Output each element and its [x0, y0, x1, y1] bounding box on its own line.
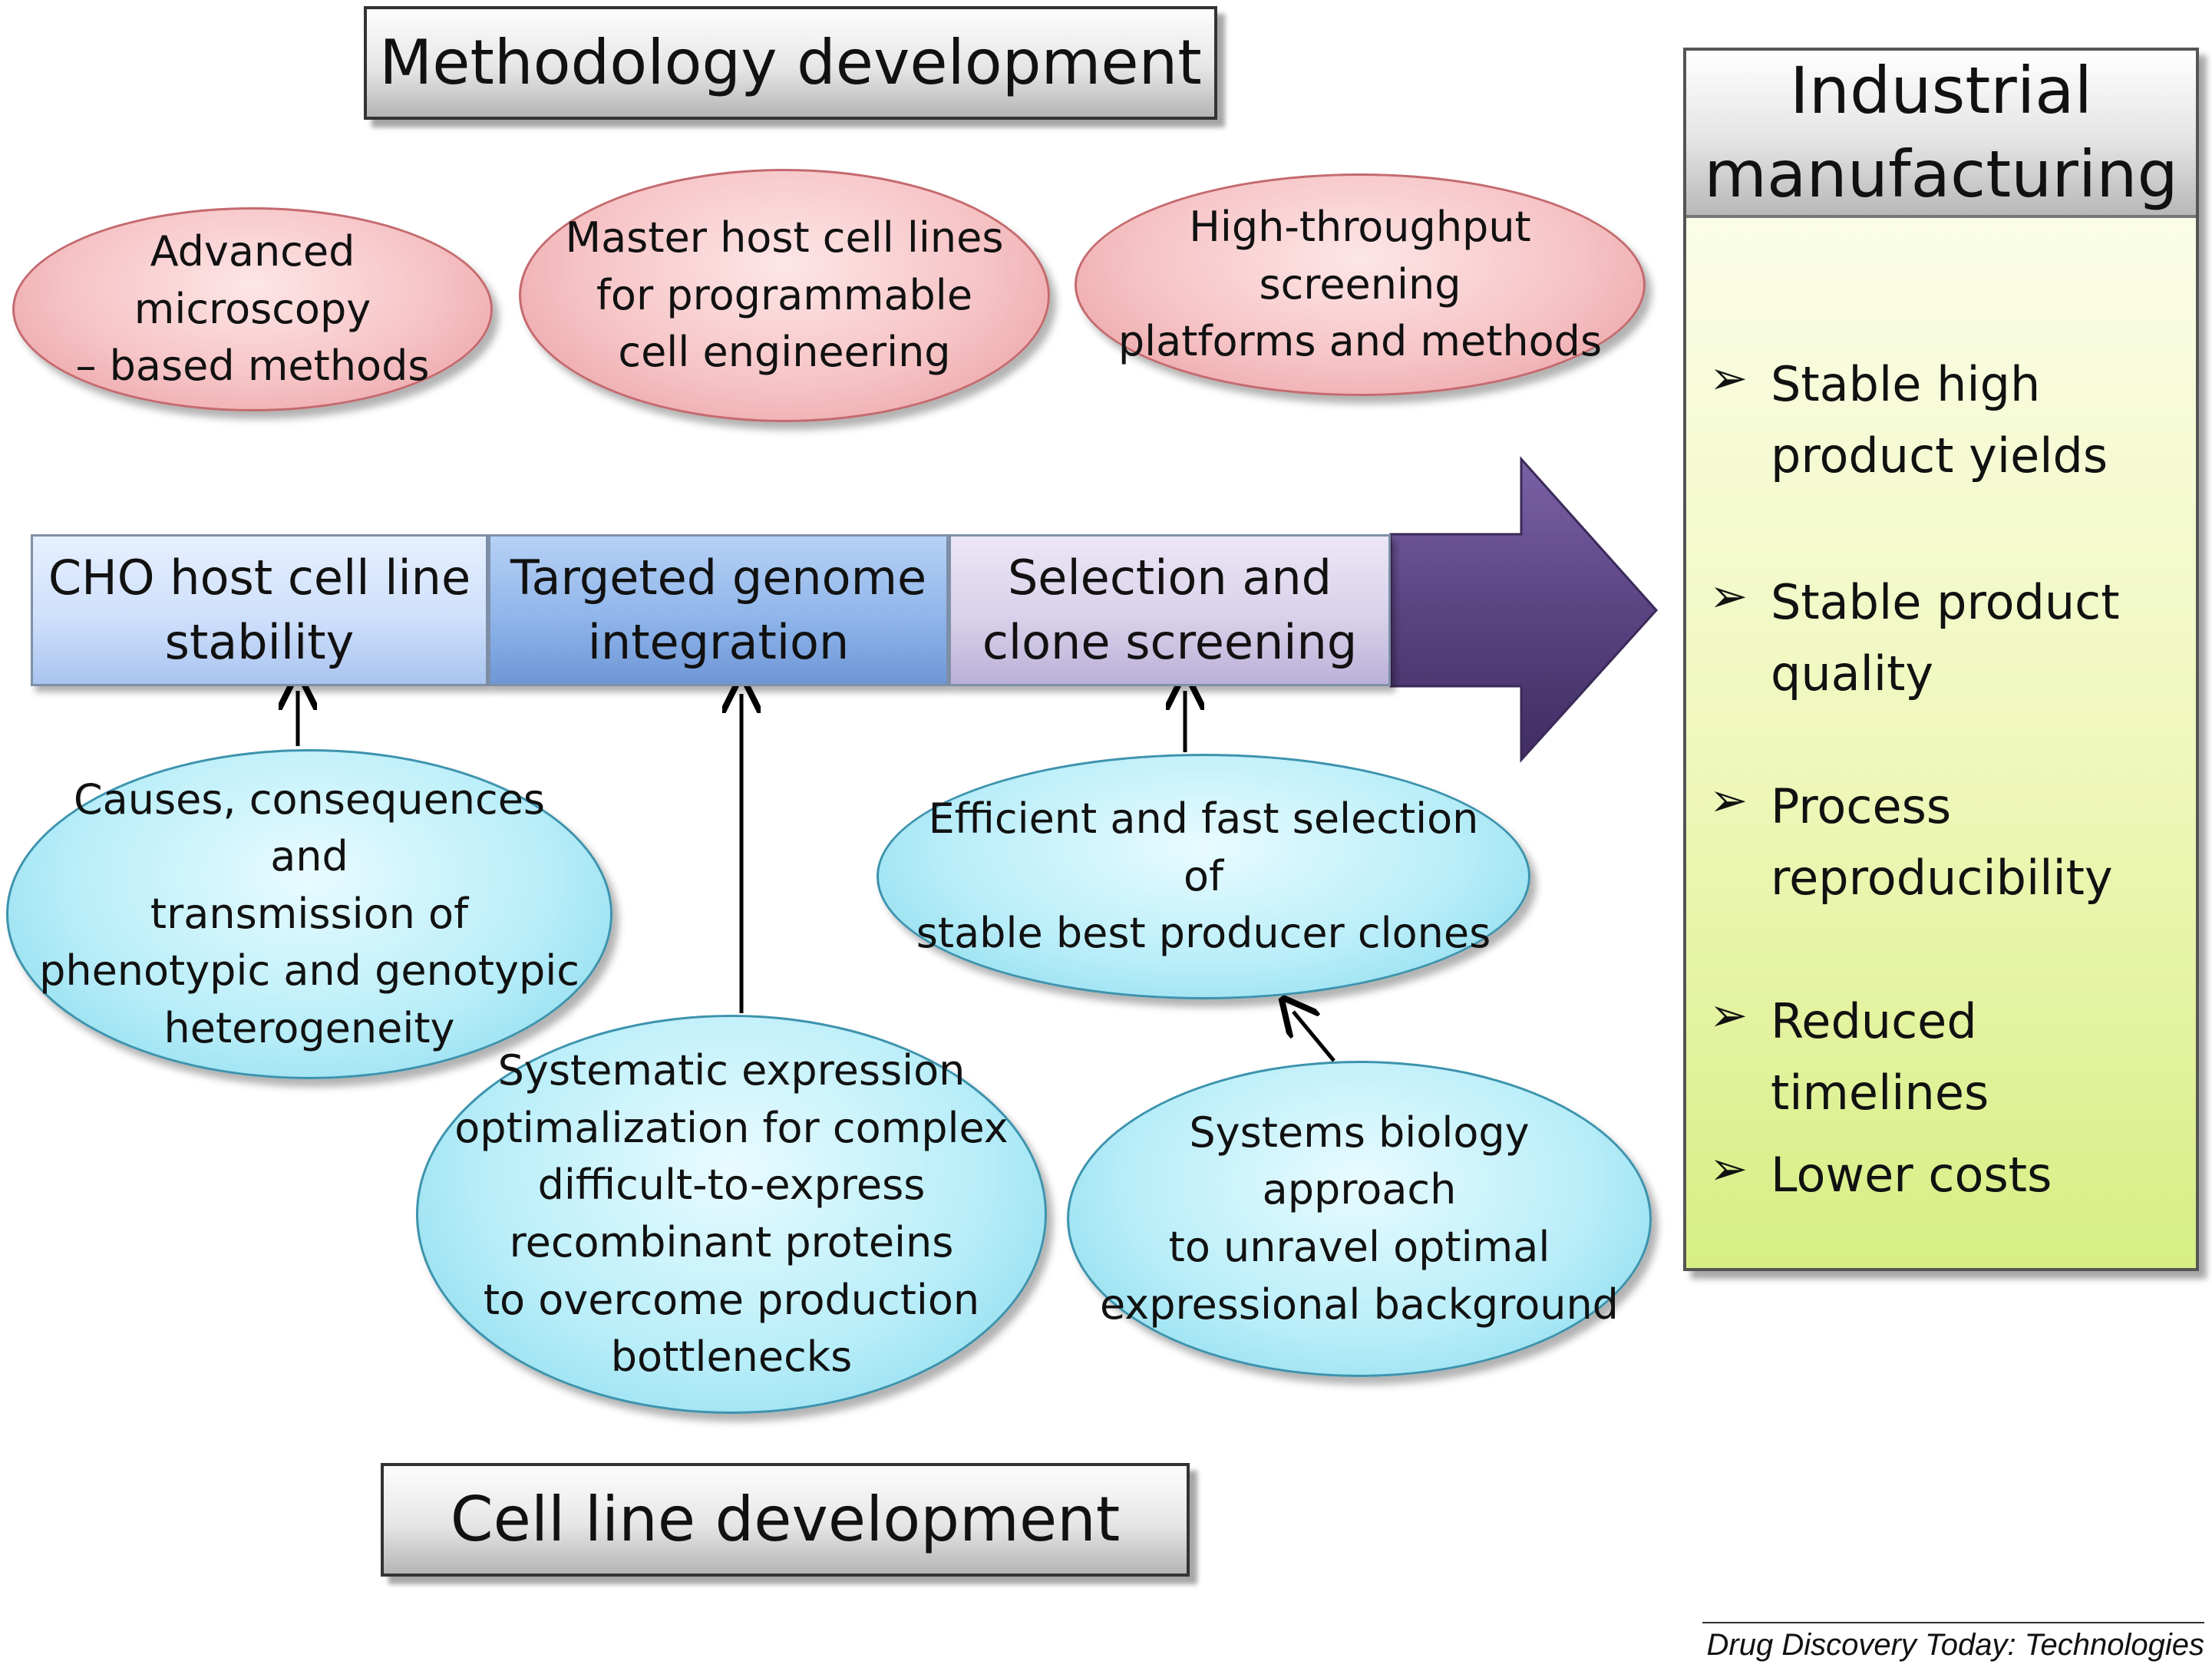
cell-line-development-header: Cell line development: [381, 1463, 1190, 1577]
benefit-label: Stable product quality: [1771, 574, 2120, 702]
industrial-manufacturing-panel: Industrial manufacturing ➢ Stable high p…: [1683, 48, 2199, 1271]
selection-and-clone-screening-segment: Selection and clone screening: [949, 534, 1391, 686]
journal-credit: Drug Discovery Today: Technologies: [1702, 1622, 2204, 1663]
high-throughput-screening-ellipse: High-throughput screening platforms and …: [1075, 173, 1646, 396]
industrial-manufacturing-title: Industrial manufacturing: [1686, 51, 2196, 218]
arrow-bullet-icon: ➢: [1709, 570, 1748, 623]
efficient-selection-ellipse: Efficient and fast selection of stable b…: [877, 754, 1530, 999]
benefit-label: Lower costs: [1771, 1147, 2052, 1203]
systems-biology-ellipse: Systems biology approach to unravel opti…: [1067, 1061, 1652, 1377]
advanced-microscopy-ellipse: Advanced microscopy – based methods: [12, 207, 493, 411]
master-host-cell-lines-ellipse: Master host cell lines for programmable …: [519, 169, 1050, 422]
targeted-genome-integration-segment: Targeted genome integration: [488, 534, 949, 686]
methodology-development-header: Methodology development: [364, 6, 1217, 120]
benefit-label: Reduced timelines: [1771, 993, 1989, 1121]
systematic-expression-ellipse: Systematic expression optimalization for…: [416, 1015, 1047, 1414]
arrow-bullet-icon: ➢: [1709, 1142, 1748, 1196]
benefit-label: Stable high product yields: [1771, 356, 2108, 484]
heterogeneity-ellipse: Causes, consequences and transmission of…: [6, 749, 612, 1079]
benefit-label: Process reproducibility: [1771, 778, 2113, 906]
pipeline-arrow-head: [1389, 456, 1659, 763]
arrow-bullet-icon: ➢: [1709, 774, 1748, 827]
arrow-systems-biology-to-selection: [1293, 1012, 1335, 1062]
industrial-benefits-list: ➢ Stable high product yields ➢ Stable pr…: [1686, 218, 2196, 1268]
arrow-bullet-icon: ➢: [1709, 989, 1748, 1042]
cho-host-cell-line-stability-segment: CHO host cell line stability: [31, 534, 488, 686]
arrow-bullet-icon: ➢: [1709, 352, 1748, 405]
